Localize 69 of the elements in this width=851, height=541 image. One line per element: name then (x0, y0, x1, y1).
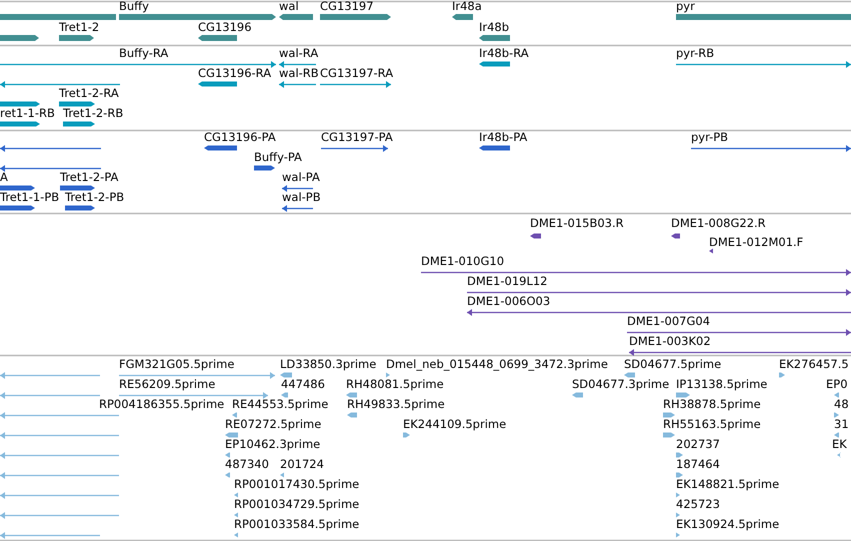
feature-label: Ir48b (479, 21, 510, 34)
feature-label: RH48081.5prime (346, 378, 444, 391)
feature-label: DME1-010G10 (421, 255, 504, 268)
feature-label: DME1-019L12 (467, 275, 548, 288)
feature-label: EP10462.3prime (225, 438, 320, 451)
feature-label: SD04677.5prime (624, 358, 722, 371)
feature-label: RE56209.5prime (119, 378, 216, 391)
feature-label: 48 (834, 398, 849, 411)
feature-label: RE44553.5prime (232, 398, 328, 411)
feature-label: RH55163.5prime (663, 418, 761, 431)
feature-label: pyr-PB (691, 131, 728, 144)
feature-label: RP004186355.5prime (99, 398, 224, 411)
feature-label: DME1-015B03.R (530, 217, 624, 230)
feature-label: 487340 (225, 458, 269, 471)
feature-label: Tret1-2-PA (60, 171, 118, 184)
feature-label: Dmel_neb_015448_0699_3472.3prime (386, 358, 608, 371)
feature-label: wal (279, 0, 299, 13)
feature-label: RH49833.5prime (347, 398, 445, 411)
feature-label: Ir48a (452, 0, 482, 13)
feature-label: RE07272.5prime (225, 418, 322, 431)
feature-label: RP001033584.5prime (234, 518, 360, 531)
feature-label: EP0 (826, 378, 848, 391)
feature-label: 202737 (676, 438, 720, 451)
feature-label: 187464 (676, 458, 720, 471)
feature-label: Buffy-RA (119, 47, 168, 60)
feature-label: 447486 (281, 378, 325, 391)
feature-label: wal-RA (279, 47, 318, 60)
feature-label: FGM321G05.5prime (119, 358, 234, 371)
feature-label: RP001017430.5prime (234, 478, 360, 491)
feature-label: Tret1-2 (59, 21, 100, 34)
feature-label: Tret1-2-RA (59, 87, 119, 100)
feature-label: wal-PA (282, 171, 320, 184)
feature-label: 31 (834, 418, 849, 431)
feature-label: wal-RB (279, 67, 319, 80)
feature-label: EK130924.5prime (676, 518, 780, 531)
feature-label: CG13197-RA (320, 67, 394, 80)
feature-label: DME1-012M01.F (709, 236, 804, 249)
feature-label: pyr-RB (676, 47, 714, 60)
feature-label: Tret1-2-PB (65, 191, 124, 204)
feature-label: DME1-006O03 (467, 295, 550, 308)
feature-label: CG13197 (320, 0, 374, 13)
feature-label: CG13197-PA (321, 131, 393, 144)
feature-label: EK244109.5prime (403, 418, 506, 431)
feature-label: DME1-008G22.R (671, 217, 766, 230)
feature-label: CG13196 (198, 21, 252, 34)
feature-label: RP001034729.5prime (234, 498, 360, 511)
feature-label: RH38878.5prime (663, 398, 761, 411)
feature-label: LD33850.3prime (280, 358, 376, 371)
feature-label: 201724 (280, 458, 324, 471)
feature-label: Tret1-2-RB (63, 107, 124, 120)
feature-label: wal-PB (282, 191, 321, 204)
feature-label: Ir48b-PA (479, 131, 528, 144)
feature-label: ret1-1-RB (0, 107, 55, 120)
feature-label: CG13196-RA (198, 67, 272, 80)
feature-label: IP13138.5prime (676, 378, 768, 391)
feature-label: Ir48b-RA (479, 47, 529, 60)
feature-label: Tret1-1-PB (0, 191, 60, 204)
feature-label: A (0, 171, 8, 184)
feature-label: Buffy-PA (254, 151, 302, 164)
feature-label: EK276457.5 (779, 358, 849, 371)
feature-label: pyr (676, 0, 695, 13)
feature-label: EK148821.5prime (676, 478, 780, 491)
feature-label: DME1-007G04 (627, 315, 710, 328)
feature-label: EK (832, 438, 847, 451)
feature-label: Buffy (119, 0, 149, 13)
feature-label: CG13196-PA (204, 131, 276, 144)
feature-label: DME1-003K02 (629, 335, 711, 348)
feature-label: SD04677.3prime (572, 378, 670, 391)
feature-label: 425723 (676, 498, 720, 511)
